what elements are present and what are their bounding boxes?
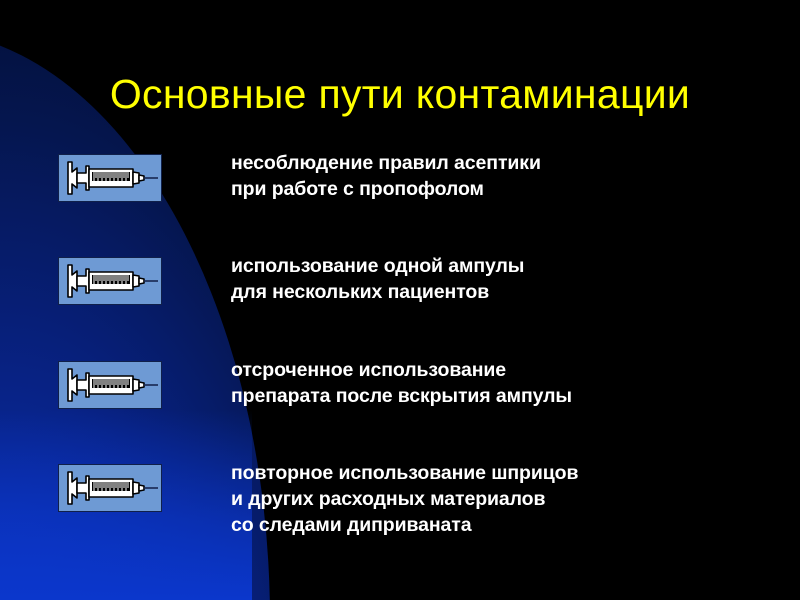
bullet-line: и других расходных материалов [231,488,546,510]
bullet-line: при работе с пропофолом [231,178,484,200]
bullet-line: несоблюдение правил асептики [231,152,541,174]
bullet-line: использование одной ампулы [231,255,525,277]
bullet-text: использование одной ампулы для нескольки… [231,253,791,305]
slide-title: Основные пути контаминации [109,71,691,117]
syringe-icon [58,257,162,305]
syringe-icon [58,361,162,409]
syringe-icon [58,464,162,512]
bullet-line: для нескольких пациентов [231,281,490,303]
bullet-line: со следами диприваната [231,514,472,536]
bullet-line: повторное использование шприцов [231,462,579,484]
bullet-line: препарата после вскрытия ампулы [231,385,572,407]
bullet-text: несоблюдение правил асептики при работе … [231,150,791,202]
syringe-icon [58,154,162,202]
bullet-text: отсроченное использование препарата посл… [231,357,791,409]
bullet-text: повторное использование шприцов и других… [231,460,791,538]
bullet-line: отсроченное использование [231,359,507,381]
